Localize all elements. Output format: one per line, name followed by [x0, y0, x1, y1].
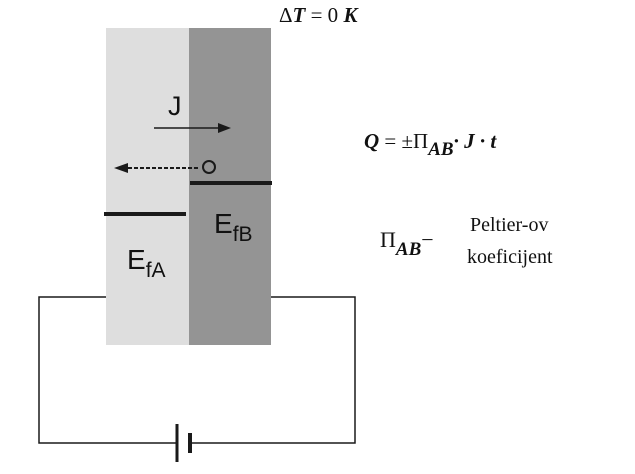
electron-circle — [202, 160, 216, 174]
peltier-coefficient-symbol: ΠAB− — [380, 227, 434, 260]
current-arrow-head — [218, 123, 231, 133]
delta-t-condition: ΔT = 0 K — [279, 3, 359, 27]
peltier-definition-line2: koeficijent — [467, 246, 553, 268]
peltier-definition-line1: Peltier-ov — [470, 214, 548, 236]
material-a-block — [106, 28, 189, 345]
circuit-wire-left — [38, 296, 176, 444]
material-b-block — [189, 28, 271, 345]
electron-arrow-head — [114, 163, 128, 173]
circuit-wire-right — [191, 296, 356, 444]
fermi-level-a-label: EfA — [127, 244, 166, 282]
peltier-heat-equation: Q = ±ΠAB· J · t — [364, 129, 497, 160]
fermi-level-b-label: EfB — [214, 208, 253, 246]
current-label: J — [168, 91, 182, 121]
